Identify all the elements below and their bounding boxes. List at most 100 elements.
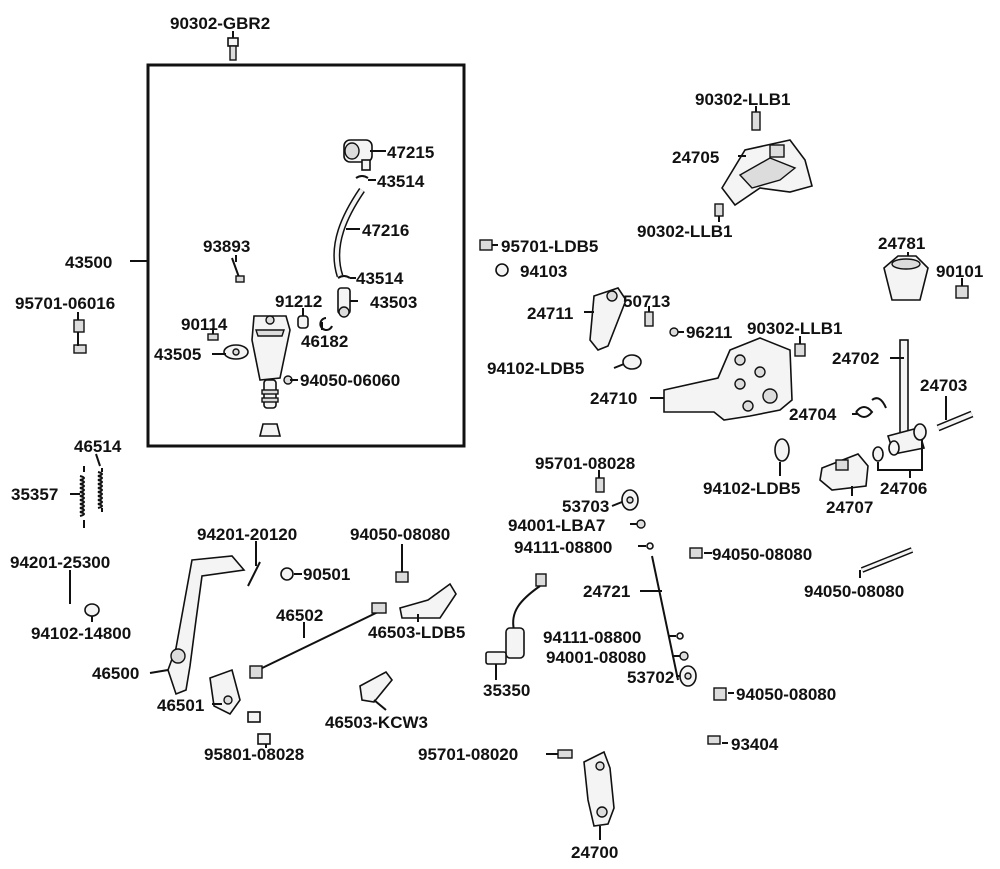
- label-24705: 24705: [672, 148, 719, 167]
- label-94111-08800-b: 94111-08800: [543, 628, 641, 647]
- label-24706: 24706: [880, 479, 927, 498]
- joint-53703: [621, 489, 639, 511]
- washer-94102-ldb5-b: [774, 438, 790, 462]
- nut-94001-08080: [679, 651, 689, 661]
- bolt-95701-08028: [595, 477, 605, 493]
- rod-24721: [651, 555, 679, 681]
- label-94001-08080: 94001-08080: [546, 648, 646, 667]
- label-50713: 50713: [623, 292, 670, 311]
- washer-94111-08800-b: [676, 632, 684, 640]
- label-35350: 35350: [483, 681, 530, 700]
- washer-94111-08800-a: [646, 542, 654, 550]
- label-95701-08028: 95701-08028: [535, 454, 635, 473]
- brake-rod-46502: [249, 602, 387, 679]
- bracket-46503-ldb5: [399, 582, 457, 619]
- bolt-90302-llb1-top: [751, 111, 761, 131]
- label-46501: 46501: [157, 696, 204, 715]
- label-90302-gbr2: 90302-GBR2: [170, 14, 270, 33]
- label-95701-06016: 95701-06016: [15, 294, 115, 313]
- label-90302-llb1-mid: 90302-LLB1: [637, 222, 732, 241]
- washer-94103: [495, 263, 509, 277]
- knob-24781: [883, 255, 929, 301]
- clevis-43505: [223, 344, 249, 360]
- label-93893: 93893: [203, 237, 250, 256]
- label-24781: 24781: [878, 234, 925, 253]
- label-94102-14800: 94102-14800: [31, 624, 131, 643]
- label-94103: 94103: [520, 262, 567, 281]
- label-46503-kcw3: 46503-KCW3: [325, 713, 428, 732]
- screw-93404: [707, 735, 721, 745]
- label-94102-ldb5-a: 94102-LDB5: [487, 359, 584, 378]
- nut-94001-lba7: [636, 519, 646, 529]
- label-90302-llb1-top: 90302-LLB1: [695, 90, 790, 109]
- pin-96211: [669, 327, 679, 337]
- label-94201-25300: 94201-25300: [10, 553, 110, 572]
- cover-24705: [721, 139, 813, 207]
- bracket-46503-kcw3: [359, 670, 394, 703]
- fitting-43503: [337, 287, 351, 318]
- assembly-43500-frame: [146, 63, 466, 448]
- label-43514-top: 43514: [377, 172, 425, 191]
- brake-pedal-46500: [167, 555, 246, 696]
- label-24721: 24721: [583, 582, 630, 601]
- label-46503-ldb5: 46503-LDB5: [368, 623, 465, 642]
- label-94050-08080-a: 94050-08080: [350, 525, 450, 544]
- label-47215: 47215: [387, 143, 434, 162]
- washer-94102-14800: [84, 603, 100, 617]
- label-35357: 35357: [11, 485, 58, 504]
- label-91212: 91212: [275, 292, 322, 311]
- arm-46501: [209, 668, 241, 716]
- label-46514: 46514: [74, 437, 122, 456]
- label-90501: 90501: [303, 565, 350, 584]
- label-53703: 53703: [562, 497, 609, 516]
- label-94050-08080-d: 94050-08080: [736, 685, 836, 704]
- label-24707: 24707: [826, 498, 873, 517]
- bolts-95701-06016: [73, 319, 87, 354]
- label-24702: 24702: [832, 349, 879, 368]
- nut-94050-08080-d: [713, 687, 727, 701]
- label-94102-ldb5-b: 94102-LDB5: [703, 479, 800, 498]
- nut-94050-08080-a: [395, 571, 409, 583]
- label-24710: 24710: [590, 389, 637, 408]
- label-24703: 24703: [920, 376, 967, 395]
- label-95701-ldb5: 95701-LDB5: [501, 237, 598, 256]
- spring-46514: [97, 468, 103, 512]
- label-94050-06060: 94050-06060: [300, 371, 400, 390]
- screw-90101: [955, 285, 969, 299]
- label-43503: 43503: [370, 293, 417, 312]
- bolt-95701-ldb5: [479, 239, 493, 251]
- bracket-24707: [819, 453, 869, 491]
- bracket-24710: [663, 337, 793, 421]
- pin-93893: [231, 257, 245, 283]
- leader-lines: [69, 31, 963, 840]
- spring-24704: [855, 397, 887, 418]
- oring-91212: [297, 315, 309, 329]
- washer-94102-ldb5-a: [622, 354, 642, 370]
- label-95801-08028: 95801-08028: [204, 745, 304, 764]
- label-24700: 24700: [571, 843, 618, 862]
- screw-90114: [207, 333, 219, 341]
- master-cylinder-body: [251, 315, 291, 437]
- label-46182: 46182: [301, 332, 348, 351]
- spring-35357: [79, 466, 85, 528]
- label-94050-08080-c: 94050-08080: [804, 582, 904, 601]
- label-94050-08080-b: 94050-08080: [712, 545, 812, 564]
- bolt-95801-08028: [247, 711, 271, 745]
- bolt-90302-llb1-right: [794, 343, 806, 357]
- clip-43514-top: [355, 175, 369, 179]
- bolt-95701-08020: [557, 749, 573, 759]
- shift-lever-24700: [583, 750, 615, 827]
- label-95701-08020: 95701-08020: [418, 745, 518, 764]
- reservoir-47215: [343, 139, 373, 171]
- label-47216: 47216: [362, 221, 409, 240]
- label-90114: 90114: [181, 315, 228, 334]
- label-43514-bottom: 43514: [356, 269, 404, 288]
- bolt-94050-08080-c: [860, 547, 914, 573]
- clip-43514-bottom: [337, 275, 351, 279]
- bolt-90302-gbr2: [227, 37, 239, 61]
- label-46502: 46502: [276, 606, 323, 625]
- label-94001-lba7: 94001-LBA7: [508, 516, 605, 535]
- label-94201-20120: 94201-20120: [197, 525, 297, 544]
- label-90101: 90101: [936, 262, 983, 281]
- label-24704: 24704: [789, 405, 837, 424]
